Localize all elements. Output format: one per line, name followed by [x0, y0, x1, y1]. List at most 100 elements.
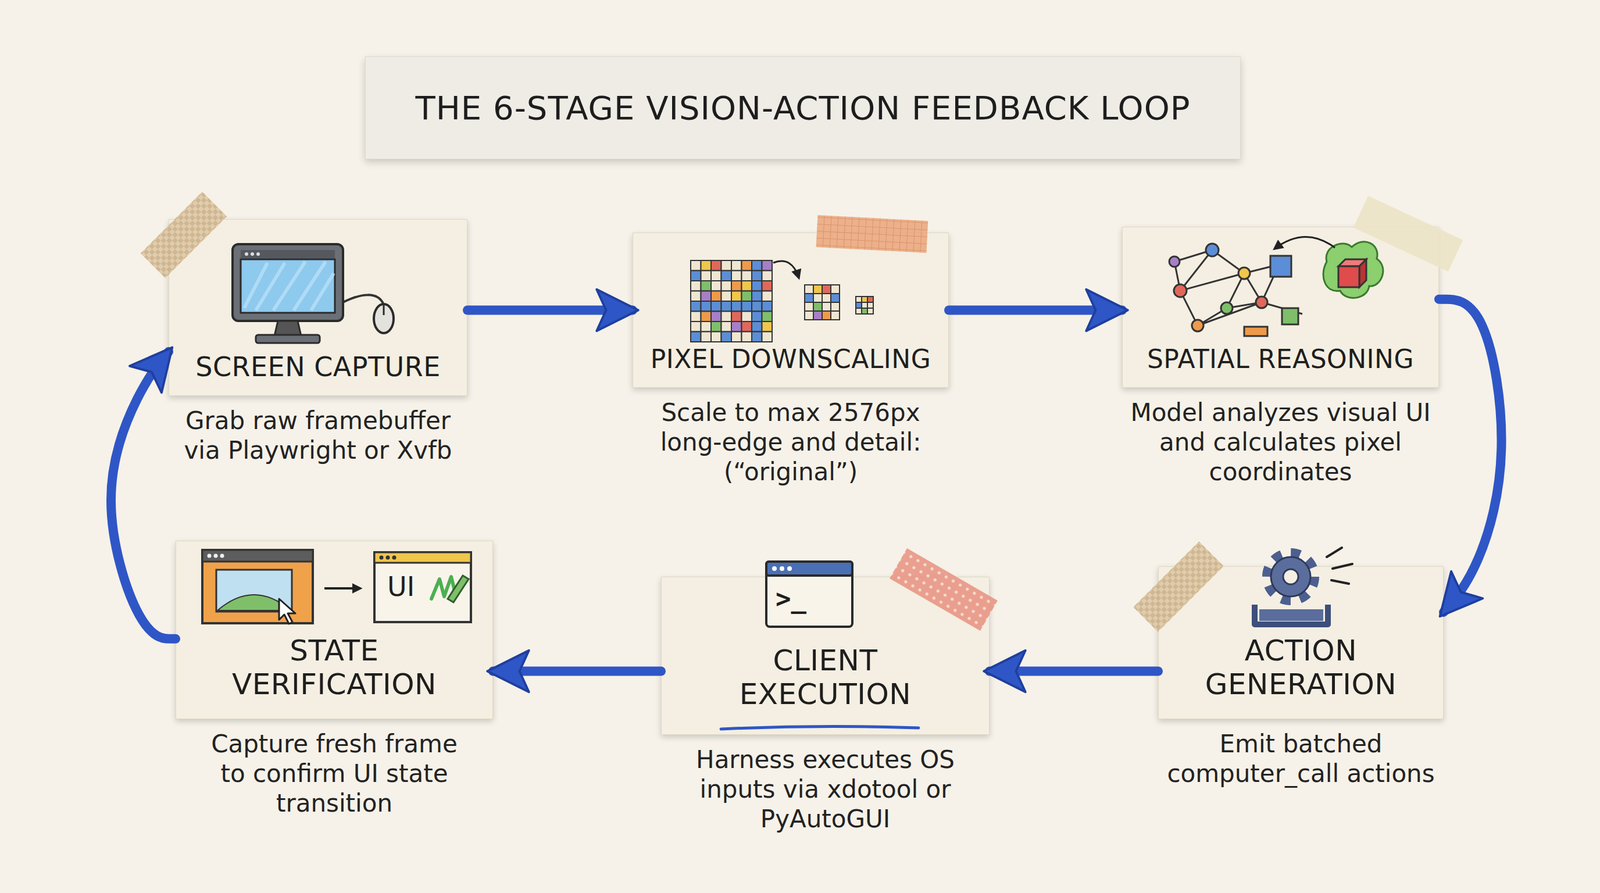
- pixel-grid-icon-rect: [813, 302, 823, 312]
- pixel-grid-icon-rect: [731, 321, 742, 332]
- pixel-grid-icon-rect: [701, 311, 712, 323]
- pixel-grid-icon-rect: [762, 291, 773, 302]
- network-icon-rect: [1244, 326, 1268, 337]
- state-change-icon-circle: [213, 554, 219, 559]
- pixel-grid-icon-rect: [822, 302, 831, 312]
- pixel-grid-icon-rect: [721, 331, 732, 343]
- pixel-grid-icon-rect: [701, 301, 712, 312]
- pixel-grid-icon-rect: [867, 308, 874, 314]
- pixel-grid-icon-rect: [701, 291, 712, 302]
- pixel-grid-icon-rect: [822, 311, 831, 320]
- pixel-grid-icon-rect: [731, 280, 742, 292]
- pixel-grid-icon-rect: [721, 311, 732, 323]
- gear-icon-rect: [1259, 609, 1324, 621]
- state-change-icon: [202, 550, 471, 624]
- network-icon-path: [1174, 250, 1303, 326]
- tape-strips-rect: [140, 191, 227, 278]
- tape-strips-rect: [889, 548, 998, 631]
- state-change-icon-path: [217, 594, 291, 611]
- stage-card: SCREEN CAPTUREGrab raw framebuffer via P…: [168, 219, 468, 396]
- monitor-icon-rect: [232, 244, 344, 321]
- stage-description: Capture fresh frame to confirm UI state …: [200, 729, 469, 819]
- pixel-grid-icon-rect: [690, 301, 702, 312]
- stage-description: Emit batched computer_call actions: [1155, 729, 1447, 789]
- gear-icon-circle: [1283, 569, 1299, 585]
- pixel-grid-icon-rect: [751, 280, 763, 292]
- pixel-grid-icon-rect: [721, 301, 732, 312]
- state-change-icon-circle: [392, 555, 397, 560]
- network-icon-path: [1323, 241, 1384, 299]
- pixel-grid-icon-rect: [861, 302, 868, 309]
- stage-heading: CLIENT EXECUTION: [697, 644, 954, 712]
- pixel-grid-icon-rect: [741, 301, 753, 312]
- network-icon-rect: [1270, 255, 1292, 277]
- pixel-grid-icon-rect: [813, 311, 823, 320]
- pixel-grid-icon-rect: [701, 331, 712, 343]
- network-icon-path: [1338, 259, 1367, 267]
- monitor-icon-circle: [256, 252, 260, 256]
- pixel-grid-icon-rect: [701, 280, 712, 292]
- pixel-grid-icon-rect: [804, 293, 814, 303]
- state-change-icon-path: [279, 598, 296, 624]
- monitor-icon-rect: [240, 250, 335, 259]
- terminal-icon: [720, 561, 919, 730]
- pixel-grid-icon-rect: [741, 270, 753, 282]
- pixel-grid-icon-rect: [830, 284, 840, 294]
- pixel-grid-icon-rect: [711, 321, 722, 332]
- network-icon-circle: [1169, 256, 1180, 267]
- pixel-grid-icon-rect: [731, 291, 742, 302]
- pixel-grid-icon-rect: [711, 331, 722, 343]
- state-change-icon-rect: [202, 550, 313, 562]
- network-icon-circle: [1191, 319, 1204, 332]
- tape-strips-rect: [1133, 541, 1224, 632]
- pixel-grid-icon-rect: [855, 302, 862, 309]
- stage-heading: SPATIAL REASONING: [1123, 344, 1438, 375]
- pixel-grid-icon-rect: [751, 311, 763, 323]
- flow-arrow: [989, 666, 1159, 677]
- network-icon-circle: [1205, 243, 1219, 257]
- pixel-grid-icon-rect: [721, 291, 732, 302]
- pixel-grid-icon-rect: [731, 260, 742, 271]
- pixel-grid-icon-rect: [751, 321, 763, 332]
- pixel-grid-icon-rect: [751, 291, 763, 302]
- terminal-icon-path: [720, 726, 919, 730]
- pixel-grid-icon-rect: [822, 284, 831, 294]
- pixel-grid-icon-rect: [721, 280, 732, 292]
- gear-icon-circle: [1267, 553, 1314, 600]
- network-icon-path: [1274, 236, 1335, 249]
- pixel-grid-icon-path: [773, 261, 799, 278]
- state-change-icon-circle: [386, 555, 391, 560]
- monitor-icon-path: [274, 320, 302, 337]
- monitor-icon: [232, 244, 394, 344]
- monitor-icon-rect: [240, 259, 335, 313]
- pixel-grid-icon-rect: [721, 321, 732, 332]
- state-change-icon-rect: [216, 569, 292, 612]
- pixel-grid-icon-rect: [804, 311, 814, 320]
- pixel-grid-icon-rect: [830, 293, 840, 303]
- tape-strips-rect: [1353, 195, 1463, 272]
- pixel-grid-icon-rect: [861, 296, 868, 303]
- state-change-icon-circle: [207, 554, 212, 559]
- stage-heading: SCREEN CAPTURE: [169, 351, 467, 383]
- stage-heading: STATE VERIFICATION: [200, 634, 469, 702]
- pixel-grid-icon-rect: [762, 331, 773, 343]
- state-change-icon-rect: [374, 552, 471, 623]
- pixel-grid-icon-rect: [762, 301, 773, 312]
- pixel-grid-icon-rect: [690, 291, 702, 302]
- title-banner: THE 6-STAGE VISION-ACTION FEEDBACK LOOP: [365, 56, 1241, 160]
- stage-heading: ACTION GENERATION: [1179, 634, 1424, 702]
- flow-arrow: [467, 305, 633, 316]
- pixel-grid-icon-rect: [804, 302, 814, 312]
- pixel-grid-icon-rect: [690, 280, 702, 292]
- pixel-grid-icon-rect: [741, 311, 753, 323]
- pixel-grid-icon-rect: [711, 301, 722, 312]
- monitor-icon-path: [343, 294, 384, 305]
- tape-strips-rect: [816, 215, 929, 253]
- pixel-grid-icon-rect: [711, 280, 722, 292]
- pixel-grid-icon-rect: [741, 331, 753, 343]
- monitor-icon-ellipse: [373, 304, 394, 334]
- pixel-grid-icon-rect: [751, 270, 763, 282]
- terminal-icon-circle: [772, 566, 777, 571]
